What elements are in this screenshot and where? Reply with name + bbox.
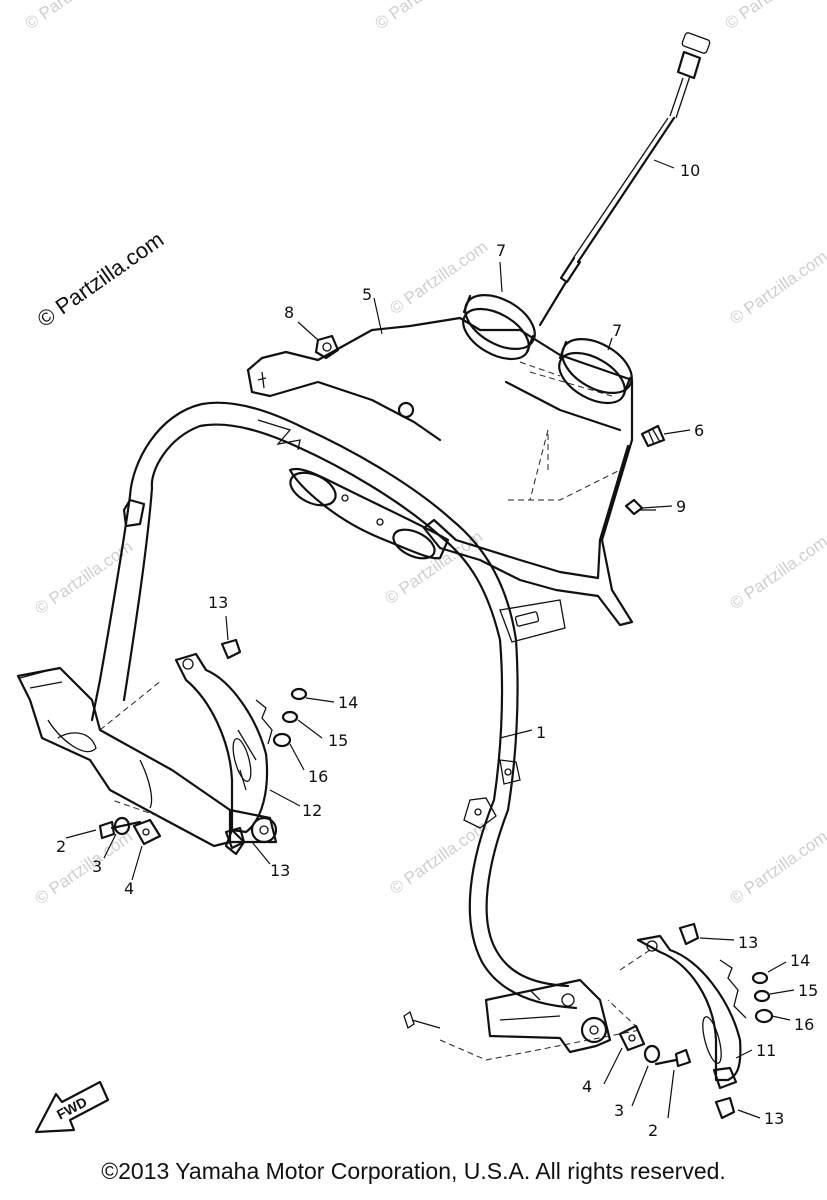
callout-8: 8	[284, 303, 294, 322]
callout-13: 13	[764, 1109, 784, 1128]
callout-13: 13	[738, 933, 758, 952]
callout-7: 7	[612, 321, 622, 340]
part-6-grommet	[640, 424, 666, 448]
part-3-washer-right	[643, 1044, 661, 1064]
watermark: © Partzilla.com	[726, 247, 827, 328]
callout-labels: 10 7 7 5 8 6 9 1 13 14 15 16 12 13 2 3 4…	[56, 161, 818, 1140]
callout-14: 14	[790, 951, 810, 970]
callout-13: 13	[270, 861, 290, 880]
callout-12: 12	[302, 801, 322, 820]
part-13-bolt-c	[678, 922, 700, 946]
right-mount	[439, 949, 651, 1061]
watermark: © Partzilla.com	[721, 0, 826, 33]
leader-lines	[65, 159, 795, 1119]
callout-5: 5	[362, 285, 372, 304]
callout-2: 2	[648, 1121, 658, 1140]
watermark: © Partzilla.com	[21, 0, 126, 33]
callout-1: 1	[536, 723, 546, 742]
part-3-washer-left	[113, 816, 131, 836]
partzilla-watermark: © Partzilla.com	[33, 227, 169, 333]
callout-2: 2	[56, 837, 66, 856]
callout-16: 16	[308, 767, 328, 786]
part-13-bolt-a	[220, 638, 242, 660]
callout-14: 14	[338, 693, 358, 712]
part-16-washer-left	[272, 732, 292, 748]
part-2-bolt-right	[654, 1048, 692, 1068]
part-15-washer-left	[281, 710, 299, 724]
callout-10: 10	[680, 161, 700, 180]
callout-15: 15	[798, 981, 818, 1000]
callout-9: 9	[676, 497, 686, 516]
part-14-nut-right	[751, 971, 769, 985]
callout-11: 11	[756, 1041, 776, 1060]
watermark: © Partzilla.com	[386, 237, 491, 318]
part-7-gauge-right	[558, 337, 633, 405]
callout-4: 4	[124, 879, 134, 898]
callout-13: 13	[208, 593, 228, 612]
fwd-arrow-icon: FWD	[34, 1080, 110, 1134]
part-15-washer-right	[753, 989, 771, 1003]
callout-15: 15	[328, 731, 348, 750]
watermark: © Partzilla.com	[371, 0, 476, 33]
part-11-plate-right	[636, 934, 747, 1090]
part-13-bolt-b	[224, 826, 246, 850]
watermark: © Partzilla.com	[726, 532, 827, 613]
part-14-nut-left	[290, 687, 308, 701]
part-8-nut	[314, 334, 340, 360]
callout-7: 7	[496, 241, 506, 260]
watermark: © Partzilla.com	[31, 827, 136, 908]
callout-3: 3	[614, 1101, 624, 1120]
callout-4: 4	[582, 1077, 592, 1096]
watermark: © Partzilla.com	[726, 827, 827, 908]
watermark: © Partzilla.com	[31, 537, 136, 618]
callout-6: 6	[694, 421, 704, 440]
copyright-notice: ©2013 Yamaha Motor Corporation, U.S.A. A…	[101, 1158, 726, 1184]
part-13-bolt-d	[714, 1096, 736, 1120]
part-5-meter-bracket	[246, 316, 634, 643]
callout-3: 3	[92, 857, 102, 876]
part-16-washer-right	[754, 1008, 774, 1024]
callout-16: 16	[794, 1015, 814, 1034]
part-4-plate-left	[132, 818, 162, 846]
bolt-right-loose	[403, 1010, 441, 1030]
part-1-frame	[90, 401, 578, 1010]
left-mount	[16, 666, 278, 848]
part-12-plate-left	[174, 652, 273, 856]
part-10-cable	[538, 32, 711, 327]
part-7-gauge-left	[462, 293, 536, 361]
part-2-bolt-left	[98, 820, 142, 840]
part-4-plate-right	[618, 1024, 646, 1052]
